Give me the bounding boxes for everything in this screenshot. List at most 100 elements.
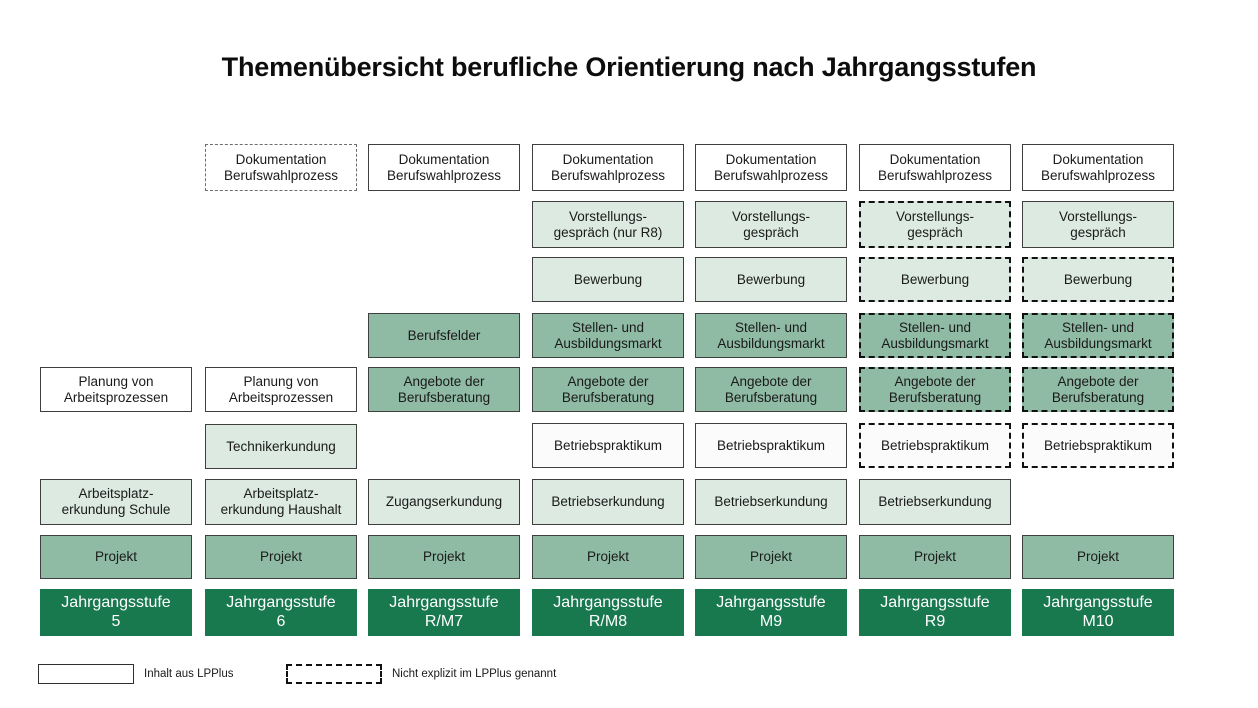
col-r9-angebote-der-berufsberatung[interactable]: Angebote der Berufsberatung [859,367,1011,412]
legend-swatch-dashed [286,664,382,684]
col-m9-angebote-der-berufsberatung[interactable]: Angebote der Berufsberatung [695,367,847,412]
cell-label: Angebote der Berufsberatung [1051,373,1145,405]
col-r9-year-header[interactable]: Jahrgangsstufe R9 [859,589,1011,636]
cell-label: Dokumentation Berufswahlprozess [1040,151,1156,183]
legend-label: Nicht explizit im LPPlus genannt [392,668,557,680]
cell-label: Betriebspraktikum [553,437,663,453]
cell-label: Bewerbung [1063,271,1133,287]
cell-label: Vorstellungs- gespräch [1058,208,1138,240]
year-label: Jahrgangsstufe 6 [226,594,336,630]
cell-label: Betriebspraktikum [716,437,826,453]
col-5-planung-von-arbeitsprozessen[interactable]: Planung von Arbeitsprozessen [40,367,192,412]
col-rm8-year-header[interactable]: Jahrgangsstufe R/M8 [532,589,684,636]
cell-label: Technikerkundung [226,438,336,454]
col-rm8-betriebserkundung[interactable]: Betriebserkundung [532,479,684,525]
col-r9-vorstellungsgespraech[interactable]: Vorstellungs- gespräch [859,201,1011,248]
year-label: Jahrgangsstufe R/M8 [553,594,663,630]
cell-label: Bewerbung [900,271,970,287]
col-rm7-projekt[interactable]: Projekt [368,535,520,579]
cell-label: Berufsfelder [407,327,481,343]
col-m10-angebote-der-berufsberatung[interactable]: Angebote der Berufsberatung [1022,367,1174,412]
col-m10-betriebspraktikum[interactable]: Betriebspraktikum [1022,423,1174,468]
col-m10-projekt[interactable]: Projekt [1022,535,1174,579]
cell-label: Betriebserkundung [714,494,828,510]
col-5-arbeitsplatzerkundung-schule[interactable]: Arbeitsplatz- erkundung Schule [40,479,192,525]
cell-label: Betriebserkundung [878,494,992,510]
cell-label: Dokumentation Berufswahlprozess [550,151,666,183]
col-r9-dokumentation-berufswahlprozess[interactable]: Dokumentation Berufswahlprozess [859,144,1011,191]
col-rm7-berufsfelder[interactable]: Berufsfelder [368,313,520,358]
col-m9-dokumentation-berufswahlprozess[interactable]: Dokumentation Berufswahlprozess [695,144,847,191]
col-m9-stellen-und-ausbildungsmarkt[interactable]: Stellen- und Ausbildungsmarkt [695,313,847,358]
col-6-projekt[interactable]: Projekt [205,535,357,579]
cell-label: Planung von Arbeitsprozessen [63,373,169,405]
cell-label: Stellen- und Ausbildungsmarkt [717,319,825,351]
cell-label: Arbeitsplatz- erkundung Haushalt [220,486,342,517]
year-label: Jahrgangsstufe R/M7 [389,594,499,630]
col-m10-year-header[interactable]: Jahrgangsstufe M10 [1022,589,1174,636]
col-m9-bewerbung[interactable]: Bewerbung [695,257,847,302]
col-rm8-vorstellungsgespraech[interactable]: Vorstellungs- gespräch (nur R8) [532,201,684,248]
legend-item-2: Nicht explizit im LPPlus genannt [286,662,556,686]
legend-swatch-solid [38,664,134,684]
col-rm8-stellen-und-ausbildungsmarkt[interactable]: Stellen- und Ausbildungsmarkt [532,313,684,358]
cell-label: Angebote der Berufsberatung [561,373,655,405]
col-r9-stellen-und-ausbildungsmarkt[interactable]: Stellen- und Ausbildungsmarkt [859,313,1011,358]
year-label: Jahrgangsstufe M10 [1043,594,1153,630]
col-5-projekt[interactable]: Projekt [40,535,192,579]
col-5-year-header[interactable]: Jahrgangsstufe 5 [40,589,192,636]
col-m10-stellen-und-ausbildungsmarkt[interactable]: Stellen- und Ausbildungsmarkt [1022,313,1174,358]
year-label: Jahrgangsstufe M9 [716,594,826,630]
cell-label: Bewerbung [573,271,643,287]
col-6-arbeitsplatzerkundung-haushalt[interactable]: Arbeitsplatz- erkundung Haushalt [205,479,357,525]
cell-label: Angebote der Berufsberatung [888,373,982,405]
cell-label: Projekt [749,549,793,565]
cell-label: Projekt [94,549,138,565]
col-m9-projekt[interactable]: Projekt [695,535,847,579]
cell-label: Projekt [586,549,630,565]
cell-label: Dokumentation Berufswahlprozess [877,151,993,183]
cell-label: Bewerbung [736,271,806,287]
col-m9-year-header[interactable]: Jahrgangsstufe M9 [695,589,847,636]
legend-item-1: Inhalt aus LPPlus [38,662,234,686]
col-m9-betriebserkundung[interactable]: Betriebserkundung [695,479,847,525]
col-rm8-angebote-der-berufsberatung[interactable]: Angebote der Berufsberatung [532,367,684,412]
col-6-technikerkundung[interactable]: Technikerkundung [205,424,357,469]
cell-label: Stellen- und Ausbildungsmarkt [1044,319,1152,351]
cell-label: Zugangserkundung [385,494,503,510]
col-rm8-projekt[interactable]: Projekt [532,535,684,579]
col-rm8-bewerbung[interactable]: Bewerbung [532,257,684,302]
col-6-planung-von-arbeitsprozessen[interactable]: Planung von Arbeitsprozessen [205,367,357,412]
page-title: Themenübersicht berufliche Orientierung … [221,52,1037,82]
col-r9-projekt[interactable]: Projekt [859,535,1011,579]
col-m10-vorstellungsgespraech[interactable]: Vorstellungs- gespräch [1022,201,1174,248]
cell-label: Vorstellungs- gespräch (nur R8) [553,208,663,240]
col-m9-vorstellungsgespraech[interactable]: Vorstellungs- gespräch [695,201,847,248]
cell-label: Betriebspraktikum [1043,437,1153,453]
cell-label: Stellen- und Ausbildungsmarkt [881,319,989,351]
col-rm7-zugangserkundung[interactable]: Zugangserkundung [368,479,520,525]
col-6-dokumentation-berufswahlprozess[interactable]: Dokumentation Berufswahlprozess [205,144,357,191]
col-rm7-dokumentation-berufswahlprozess[interactable]: Dokumentation Berufswahlprozess [368,144,520,191]
cell-label: Dokumentation Berufswahlprozess [223,151,339,183]
col-rm7-year-header[interactable]: Jahrgangsstufe R/M7 [368,589,520,636]
col-rm8-dokumentation-berufswahlprozess[interactable]: Dokumentation Berufswahlprozess [532,144,684,191]
cell-label: Vorstellungs- gespräch [895,208,975,240]
col-r9-betriebserkundung[interactable]: Betriebserkundung [859,479,1011,525]
cell-label: Projekt [422,549,466,565]
col-r9-bewerbung[interactable]: Bewerbung [859,257,1011,302]
cell-label: Projekt [259,549,303,565]
col-m9-betriebspraktikum[interactable]: Betriebspraktikum [695,423,847,468]
col-m10-bewerbung[interactable]: Bewerbung [1022,257,1174,302]
col-m10-dokumentation-berufswahlprozess[interactable]: Dokumentation Berufswahlprozess [1022,144,1174,191]
col-rm7-angebote-der-berufsberatung[interactable]: Angebote der Berufsberatung [368,367,520,412]
col-rm8-betriebspraktikum[interactable]: Betriebspraktikum [532,423,684,468]
legend: Inhalt aus LPPlus Nicht explizit im LPPlu… [38,662,638,692]
cell-label: Stellen- und Ausbildungsmarkt [554,319,662,351]
year-label: Jahrgangsstufe R9 [880,594,990,630]
cell-label: Projekt [913,549,957,565]
col-6-year-header[interactable]: Jahrgangsstufe 6 [205,589,357,636]
col-r9-betriebspraktikum[interactable]: Betriebspraktikum [859,423,1011,468]
cell-label: Angebote der Berufsberatung [724,373,818,405]
